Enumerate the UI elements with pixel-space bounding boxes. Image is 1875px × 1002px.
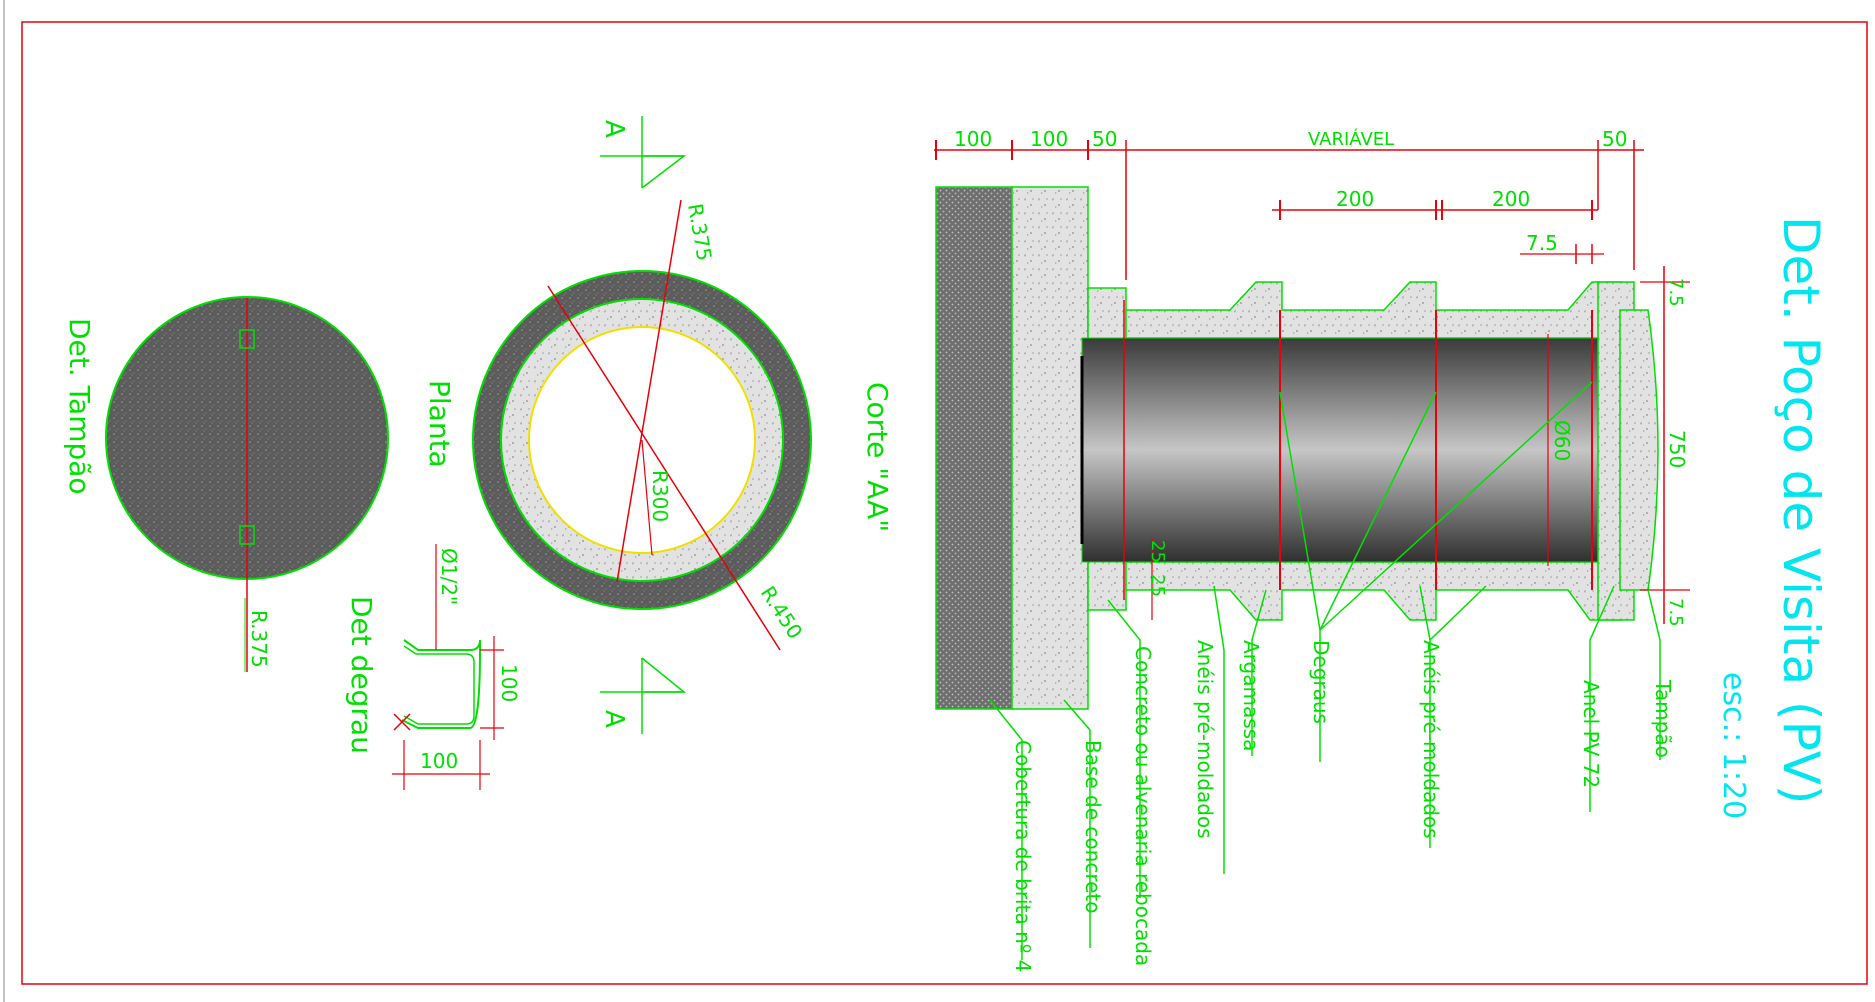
degrau-diameter-label: Ø1/2"	[437, 548, 461, 605]
planta-radius-r300	[641, 439, 653, 556]
dim-100-b: 100	[1030, 127, 1068, 151]
dim-200-b: 200	[1492, 187, 1530, 211]
dim-7-5-right-b: 7.5	[1665, 598, 1686, 627]
dim-750: 750	[1665, 430, 1689, 468]
dim-7-5-top: 7.5	[1526, 231, 1558, 255]
degrau-detail: Ø1/2" 100 100 Det degrau	[345, 544, 521, 790]
label-argamassa: Argamassa	[1239, 640, 1263, 751]
view-title-degrau: Det degrau	[345, 596, 378, 754]
label-tampao: Tampão	[1651, 679, 1675, 758]
planta-detail: R.375 R300 R.450 Planta A A	[423, 116, 812, 734]
dim-100-a: 100	[954, 127, 992, 151]
dim-25-b: 25	[1147, 574, 1168, 597]
view-title-corte: Corte "AA"	[861, 382, 894, 532]
dim-variavel: VARIÁVEL	[1308, 128, 1394, 150]
dim-50-b: 50	[1602, 127, 1627, 151]
dim-200-a: 200	[1336, 187, 1374, 211]
label-cobertura-brita: Cobertura de brita nº 4	[1011, 740, 1035, 972]
corte-aa-detail: Corte "AA" 100 100 50 VARIÁVEL	[861, 127, 1690, 972]
view-title-planta: Planta	[423, 380, 456, 468]
leader-lines	[989, 381, 1661, 960]
rings-bottom-wall	[1125, 561, 1623, 621]
cover-lid	[1619, 309, 1659, 591]
tampao-handle-top	[239, 329, 255, 349]
sheet-frame	[21, 21, 1868, 985]
drawing-scale: esc.: 1:20	[1716, 672, 1751, 819]
dim-25-a: 25	[1147, 540, 1168, 563]
label-base-concreto: Base de concreto	[1081, 740, 1105, 914]
section-mark-top-label: A	[599, 120, 629, 138]
rings-top-wall	[1125, 281, 1623, 339]
concrete-base	[1011, 186, 1089, 710]
planta-r375-label: R.375	[683, 202, 717, 263]
planta-radius-r450	[547, 285, 781, 651]
tampao-radius-label: R.375	[247, 610, 271, 668]
well-interior	[1081, 337, 1623, 563]
label-aneis-pre-moldados-b: Anéis pré-moldados	[1419, 640, 1443, 839]
dim-7-5-right-a: 7.5	[1665, 278, 1686, 307]
label-concreto-alvenaria: Concreto ou alvenaria rebocada	[1131, 646, 1155, 966]
section-mark-bottom-label: A	[599, 710, 629, 728]
view-title-tampao: Det. Tampão	[63, 318, 96, 495]
dim-diameter: Ø60	[1550, 420, 1574, 461]
planta-r300-label: R300	[648, 470, 672, 522]
drawing-title: Det. Poço de Visita (PV)	[1772, 216, 1830, 804]
label-degraus: Degraus	[1309, 640, 1333, 724]
planta-radius-r375	[616, 199, 682, 583]
planta-r450-label: R.450	[756, 582, 808, 643]
tampao-handle-bottom	[239, 525, 255, 545]
dim-50-a: 50	[1092, 127, 1117, 151]
label-aneis-pre-moldados-a: Anéis pré-moldados	[1193, 640, 1217, 839]
section-mark-bottom: A	[599, 657, 687, 734]
label-anel-pv72: Anel PV 72	[1579, 680, 1603, 788]
tampao-detail: R.375 Det. Tampão	[63, 296, 389, 672]
degrau-height-label: 100	[497, 664, 521, 702]
section-mark-top: A	[599, 116, 687, 189]
gravel-layer	[935, 186, 1013, 710]
degrau-width-label: 100	[420, 749, 458, 773]
